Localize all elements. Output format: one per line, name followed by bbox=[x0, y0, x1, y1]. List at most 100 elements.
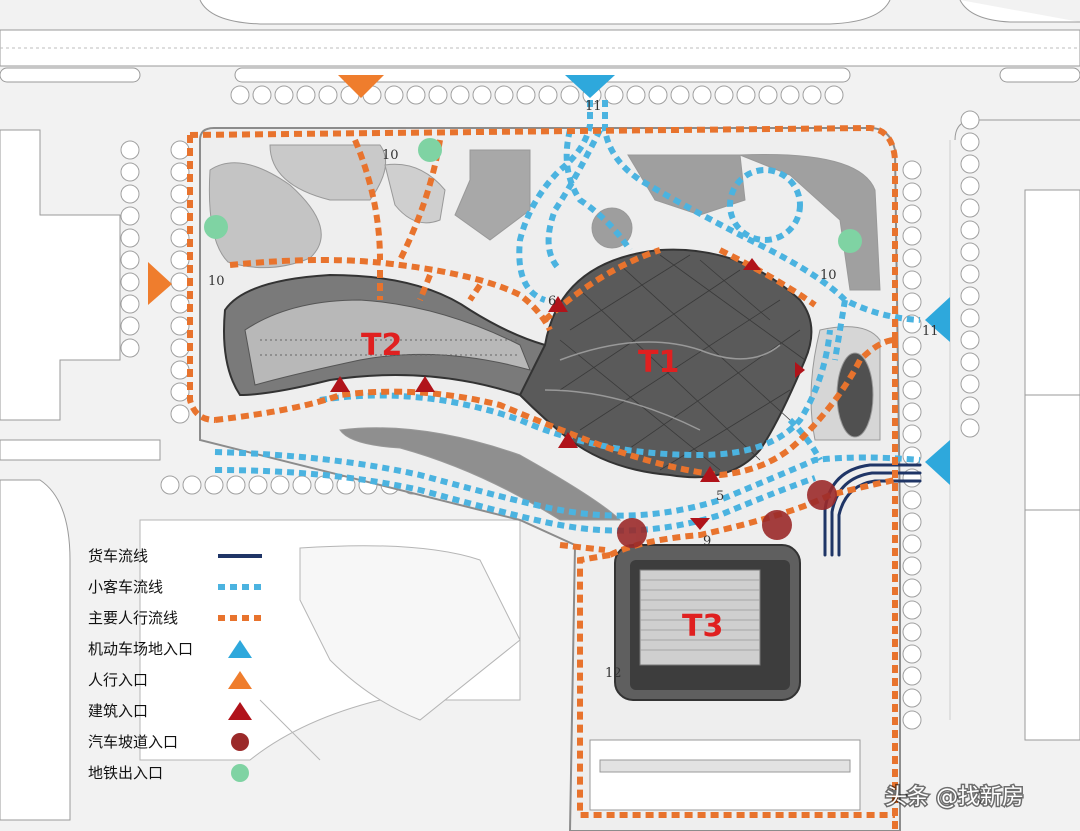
tree bbox=[120, 140, 140, 160]
tree bbox=[902, 292, 922, 312]
metro-exits bbox=[204, 138, 862, 253]
tree bbox=[170, 360, 190, 380]
tree bbox=[170, 382, 190, 402]
tree bbox=[120, 162, 140, 182]
pedestrian-entry-markers bbox=[148, 75, 384, 305]
tree bbox=[120, 272, 140, 292]
tree bbox=[902, 380, 922, 400]
legend: 货车流线小客车流线主要人行流线机动车场地入口人行入口建筑入口汽车坡道入口地铁出入… bbox=[88, 547, 262, 782]
tree bbox=[648, 85, 668, 105]
tree bbox=[670, 85, 690, 105]
tree bbox=[780, 85, 800, 105]
legend-label: 建筑入口 bbox=[88, 702, 148, 720]
tree bbox=[120, 250, 140, 270]
legend-circle-icon bbox=[231, 733, 249, 751]
marker-10-left: 10 bbox=[208, 274, 225, 289]
t3-label: T3 bbox=[682, 609, 723, 644]
tree bbox=[902, 358, 922, 378]
tree bbox=[960, 396, 980, 416]
tree bbox=[292, 475, 312, 495]
tree bbox=[902, 248, 922, 268]
tree bbox=[170, 206, 190, 226]
tree bbox=[960, 352, 980, 372]
tree bbox=[902, 622, 922, 642]
tree bbox=[960, 308, 980, 328]
tree bbox=[120, 206, 140, 226]
tree bbox=[960, 154, 980, 174]
ramp-entrances bbox=[617, 480, 837, 548]
tree bbox=[120, 316, 140, 336]
t3-building bbox=[614, 544, 801, 701]
tree bbox=[472, 85, 492, 105]
tree bbox=[450, 85, 470, 105]
tree bbox=[626, 85, 646, 105]
tree bbox=[170, 294, 190, 314]
tree bbox=[960, 418, 980, 438]
tree bbox=[230, 85, 250, 105]
tree bbox=[902, 578, 922, 598]
tree bbox=[560, 85, 580, 105]
t1-roof-grid bbox=[544, 254, 806, 471]
tree bbox=[170, 250, 190, 270]
legend-triangle-icon bbox=[228, 671, 252, 689]
t2-roof bbox=[244, 299, 531, 386]
tree bbox=[902, 182, 922, 202]
tree bbox=[902, 556, 922, 576]
legend-label: 地铁出入口 bbox=[88, 764, 163, 782]
tree bbox=[248, 475, 268, 495]
tree bbox=[902, 424, 922, 444]
tree bbox=[902, 402, 922, 422]
tree bbox=[902, 644, 922, 664]
tree bbox=[902, 688, 922, 708]
marker-11-right: 11 bbox=[922, 324, 939, 339]
tree bbox=[902, 490, 922, 510]
tree bbox=[170, 272, 190, 292]
tree bbox=[692, 85, 712, 105]
tree bbox=[824, 85, 844, 105]
tree bbox=[604, 85, 624, 105]
legend-label: 汽车坡道入口 bbox=[88, 733, 178, 751]
tree bbox=[516, 85, 536, 105]
tree bbox=[960, 264, 980, 284]
tree bbox=[120, 338, 140, 358]
tree bbox=[318, 85, 338, 105]
tree bbox=[270, 475, 290, 495]
tree bbox=[384, 85, 404, 105]
t2-label: T2 bbox=[361, 328, 402, 363]
tree bbox=[758, 85, 778, 105]
tree bbox=[182, 475, 202, 495]
pedestrian-route bbox=[187, 124, 898, 831]
tree bbox=[736, 85, 756, 105]
tree bbox=[960, 220, 980, 240]
tree bbox=[120, 228, 140, 248]
marker-10-top: 10 bbox=[382, 148, 399, 163]
tree bbox=[902, 710, 922, 730]
legend-label: 主要人行流线 bbox=[88, 609, 178, 627]
marker-10-right: 10 bbox=[820, 268, 837, 283]
watermark: 头条 @找新房 bbox=[885, 785, 1024, 810]
t1-label: T1 bbox=[638, 345, 679, 380]
marker-11-top: 11 bbox=[585, 99, 602, 114]
tree bbox=[960, 110, 980, 130]
tree bbox=[960, 242, 980, 262]
legend-label: 机动车场地入口 bbox=[88, 640, 193, 658]
tree bbox=[538, 85, 558, 105]
tree bbox=[170, 162, 190, 182]
tree bbox=[226, 475, 246, 495]
tree bbox=[902, 204, 922, 224]
legend-circle-icon bbox=[231, 764, 249, 782]
tree bbox=[960, 176, 980, 196]
marker-9: 9 bbox=[703, 534, 711, 549]
tree bbox=[204, 475, 224, 495]
tree bbox=[406, 85, 426, 105]
tree bbox=[494, 85, 514, 105]
tree bbox=[714, 85, 734, 105]
legend-label: 小客车流线 bbox=[88, 578, 163, 596]
tree bbox=[960, 198, 980, 218]
legend-label: 人行入口 bbox=[88, 671, 148, 689]
tree bbox=[960, 132, 980, 152]
tree bbox=[960, 330, 980, 350]
car-route bbox=[214, 100, 921, 534]
